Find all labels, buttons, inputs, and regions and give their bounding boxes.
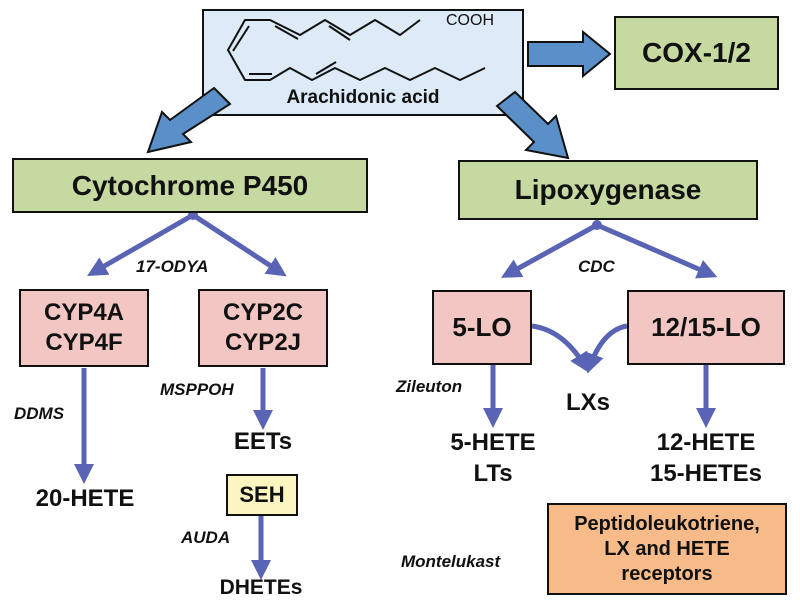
arrow-1215lo-to-lxs bbox=[584, 323, 628, 374]
arrow-lox-to-5lo bbox=[500, 222, 599, 278]
inhibitor-ddms: DDMS bbox=[14, 404, 65, 423]
inhibitor-msppoh: MSPPOH bbox=[160, 380, 234, 399]
lox-branch-node bbox=[592, 220, 602, 230]
cyp450-label: Cytochrome P450 bbox=[71, 169, 309, 201]
product-dhetes: DHETEs bbox=[219, 576, 303, 599]
substrate-label: Arachidonic acid bbox=[286, 87, 440, 108]
product-5-hete: 5-HETE bbox=[450, 429, 536, 456]
arrow-p450-to-cyp2 bbox=[191, 212, 287, 277]
seh-label: SEH bbox=[239, 482, 285, 507]
receptors-line-1: Peptidoleukotriene, bbox=[574, 512, 760, 535]
cyp4-box: CYP4A CYP4F bbox=[19, 289, 149, 367]
1215lo-box: 12/15-LO bbox=[627, 290, 785, 365]
arrow-lox-to-1215lo bbox=[596, 222, 718, 279]
product-5lo-group: 5-HETE LTs bbox=[433, 427, 553, 489]
cox-label: COX-1/2 bbox=[642, 37, 751, 68]
cyp450-box: Cytochrome P450 bbox=[12, 158, 368, 213]
inhibitor-auda: AUDA bbox=[181, 528, 231, 547]
block-arrow-to-cyp450 bbox=[146, 86, 232, 154]
seh-box: SEH bbox=[226, 474, 298, 516]
5lo-label: 5-LO bbox=[452, 312, 512, 342]
arrow-5lo-to-lxs bbox=[531, 323, 590, 373]
cyp2c-label: CYP2C bbox=[222, 299, 304, 326]
formula-cooh: COOH bbox=[446, 12, 494, 29]
product-20-hete: 20-HETE bbox=[35, 485, 135, 512]
product-15-hetes: 15-HETEs bbox=[649, 460, 763, 487]
product-12-hete: 12-HETE bbox=[656, 429, 756, 456]
5lo-box: 5-LO bbox=[432, 290, 532, 365]
product-lts: LTs bbox=[473, 460, 513, 487]
cyp2-box: CYP2C CYP2J bbox=[198, 289, 328, 367]
cyp4a-label: CYP4A bbox=[43, 299, 125, 326]
lipoxygenase-box: Lipoxygenase bbox=[458, 160, 758, 220]
arachidonic-acid-structure bbox=[227, 19, 486, 81]
lipoxygenase-label: Lipoxygenase bbox=[514, 174, 702, 205]
cox-box: COX-1/2 bbox=[614, 16, 779, 90]
product-1215lo-group: 12-HETE 15-HETEs bbox=[626, 427, 786, 489]
inhibitor-montelukast: Montelukast bbox=[401, 552, 501, 571]
arrow-p450-to-cyp4 bbox=[87, 212, 195, 276]
cyp2j-label: CYP2J bbox=[224, 329, 302, 356]
receptors-line-2: LX and HETE bbox=[604, 537, 730, 560]
1215lo-label: 12/15-LO bbox=[651, 312, 761, 342]
product-eets: EETs bbox=[233, 428, 293, 455]
inhibitor-17-odya: 17-ODYA bbox=[136, 257, 209, 276]
block-arrow-to-cox bbox=[527, 29, 612, 79]
inhibitor-zileuton: Zileuton bbox=[396, 377, 463, 396]
receptors-line-3: receptors bbox=[621, 562, 713, 585]
receptors-box: Peptidoleukotriene, LX and HETE receptor… bbox=[547, 503, 787, 595]
inhibitor-cdc: CDC bbox=[578, 257, 615, 276]
block-arrow-to-lipoxygenase bbox=[495, 90, 570, 160]
product-lxs: LXs bbox=[565, 389, 610, 416]
cyp4f-label: CYP4F bbox=[45, 329, 123, 356]
